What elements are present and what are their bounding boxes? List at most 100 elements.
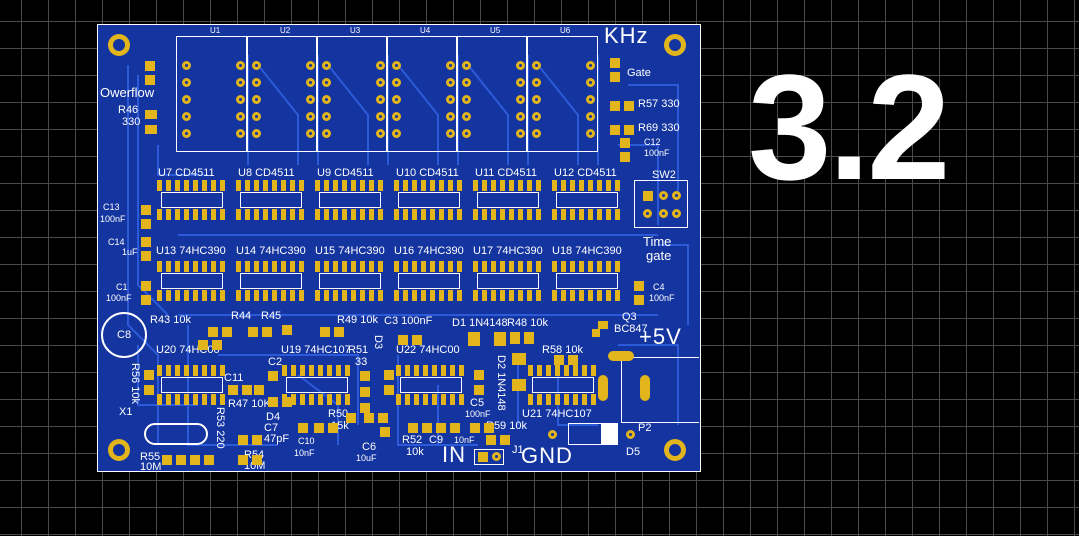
display-pin <box>462 78 471 87</box>
smd-pad <box>474 370 484 380</box>
smd-pad <box>412 335 422 345</box>
sw2-pin <box>659 209 668 218</box>
c14-pad <box>141 237 151 247</box>
smd-pad <box>268 397 278 407</box>
smd-pad <box>262 327 272 337</box>
smd-pad <box>422 423 432 433</box>
r47-label: R47 10K <box>228 398 271 410</box>
c14-value: 1uF <box>122 247 138 257</box>
c9-value: 10nF <box>454 435 475 445</box>
smd-pad <box>238 455 248 465</box>
c6-value: 10uF <box>356 453 377 463</box>
r56-label: R56 10k <box>129 363 141 404</box>
smd-pad <box>380 427 390 437</box>
r57-pad2 <box>624 101 634 111</box>
display-u1: U1 <box>176 26 248 152</box>
smd-pad <box>450 423 460 433</box>
display-u5: U5 <box>456 26 528 152</box>
mounting-hole-tl <box>108 34 130 56</box>
c9-label: C9 <box>429 434 444 446</box>
display-pin <box>532 61 541 70</box>
d5-pin2 <box>626 430 635 439</box>
c2-label: C2 <box>268 356 283 368</box>
smd-pad <box>282 325 292 335</box>
smd-pad <box>190 455 200 465</box>
smd-pad <box>282 397 292 407</box>
u16-label: U16 74HC390 <box>394 245 464 257</box>
display-pin <box>322 78 331 87</box>
r69-pad <box>610 125 620 135</box>
display-pin <box>532 112 541 121</box>
display-pin <box>252 61 261 70</box>
c8-label: C8 <box>117 329 132 341</box>
display-pin <box>252 112 261 121</box>
smd-pad <box>328 423 338 433</box>
display-pin <box>446 95 455 104</box>
q3-label: Q3 <box>622 311 637 323</box>
x1-label: X1 <box>119 406 133 418</box>
ic-u10 <box>394 180 466 220</box>
c13-pad2 <box>141 219 151 229</box>
d1-pad2 <box>494 332 506 346</box>
time-gate-label: gate <box>646 248 672 263</box>
smd-pad <box>334 327 344 337</box>
display-pin <box>392 78 401 87</box>
gnd-label: GND <box>521 443 573 468</box>
smd-pad <box>474 385 484 395</box>
p2-label: P2 <box>638 422 652 434</box>
display-pin <box>322 129 331 138</box>
r53-label: R53 220 <box>214 407 226 449</box>
display-pin <box>586 78 595 87</box>
c10-value: 10nF <box>294 448 315 458</box>
display-pin <box>586 61 595 70</box>
r52-value: 10k <box>406 446 424 458</box>
trace-layer <box>127 55 689 446</box>
sw2-pad <box>643 191 653 201</box>
display-pin <box>516 112 525 121</box>
display-pin <box>392 61 401 70</box>
r69-pad2 <box>624 125 634 135</box>
c4-label: C4 <box>653 282 665 292</box>
c12-value: 100nF <box>644 148 670 158</box>
u7-label: U7 CD4511 <box>158 167 215 179</box>
overflow-label: Owerflow <box>100 85 155 100</box>
q3-pad <box>598 321 608 329</box>
x1-crystal <box>144 423 208 445</box>
smd-pad <box>254 385 264 395</box>
khz-label: KHz <box>604 23 649 48</box>
smd-pad <box>408 423 418 433</box>
smd-pad <box>568 355 578 365</box>
sw2-pin <box>659 191 668 200</box>
u13-label: U13 74HC390 <box>156 245 226 257</box>
sw2-label: SW2 <box>652 169 676 181</box>
ic-u22 <box>396 365 468 405</box>
smd-pad <box>436 423 446 433</box>
display-pin <box>586 95 595 104</box>
smd-pad <box>486 435 496 445</box>
smd-pad <box>204 455 214 465</box>
gate-led-pad <box>610 58 620 68</box>
smd-pad <box>398 335 408 345</box>
ic-u13 <box>157 261 229 301</box>
display-u3: U3 <box>316 26 388 152</box>
smd-pad <box>360 387 370 397</box>
d1-label: D1 1N4148 <box>452 317 508 329</box>
d2-pad <box>512 353 526 365</box>
q3-pad2 <box>592 329 600 337</box>
smd-pad <box>378 413 388 423</box>
display-pin <box>376 95 385 104</box>
smd-pad <box>484 423 494 433</box>
d5-diode <box>568 423 618 445</box>
r48-pad2 <box>524 332 534 344</box>
ic-u8 <box>236 180 308 220</box>
display-pin <box>516 129 525 138</box>
display-pin <box>462 61 471 70</box>
smd-pad <box>208 327 218 337</box>
q3-type: BC847 <box>614 323 648 335</box>
display-pin <box>532 78 541 87</box>
u10-label: U10 CD4511 <box>396 167 459 179</box>
c4-pad <box>634 281 644 291</box>
ic-u12 <box>552 180 624 220</box>
d3-label: D3 <box>372 335 384 350</box>
ic-u17 <box>473 261 545 301</box>
